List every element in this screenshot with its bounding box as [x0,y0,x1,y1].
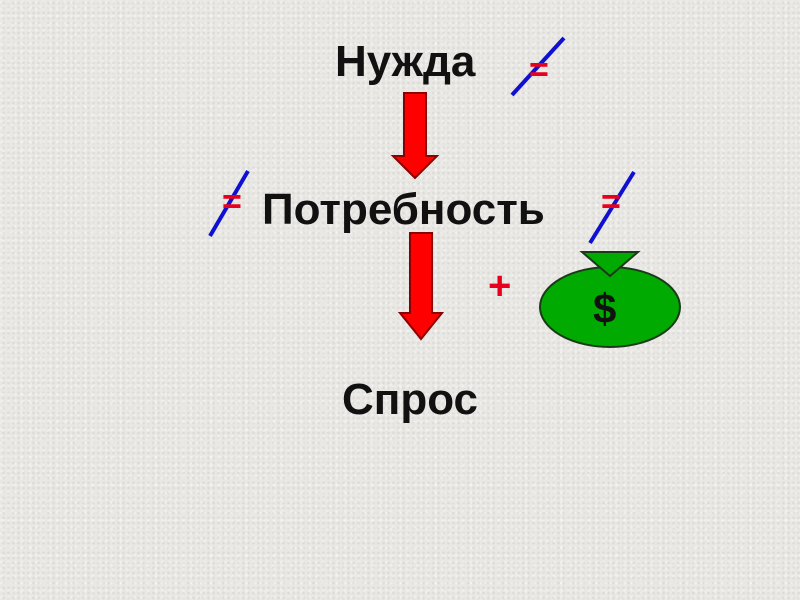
not-equal-icon: = [601,183,621,221]
not-equal-icon: = [222,183,242,221]
slash-line [588,170,636,245]
slash-line [510,36,566,97]
term-need: Нужда [335,37,476,86]
down-arrow-icon [390,92,440,180]
term-demand: Спрос [342,375,478,424]
money-bag-icon [539,251,681,348]
not-equal-icon: = [529,51,549,89]
plus-sign: + [488,264,512,308]
dollar-sign: $ [593,285,617,332]
down-arrow-icon [397,232,445,341]
slash-line [208,169,250,238]
term-want: Потребность [262,185,545,234]
